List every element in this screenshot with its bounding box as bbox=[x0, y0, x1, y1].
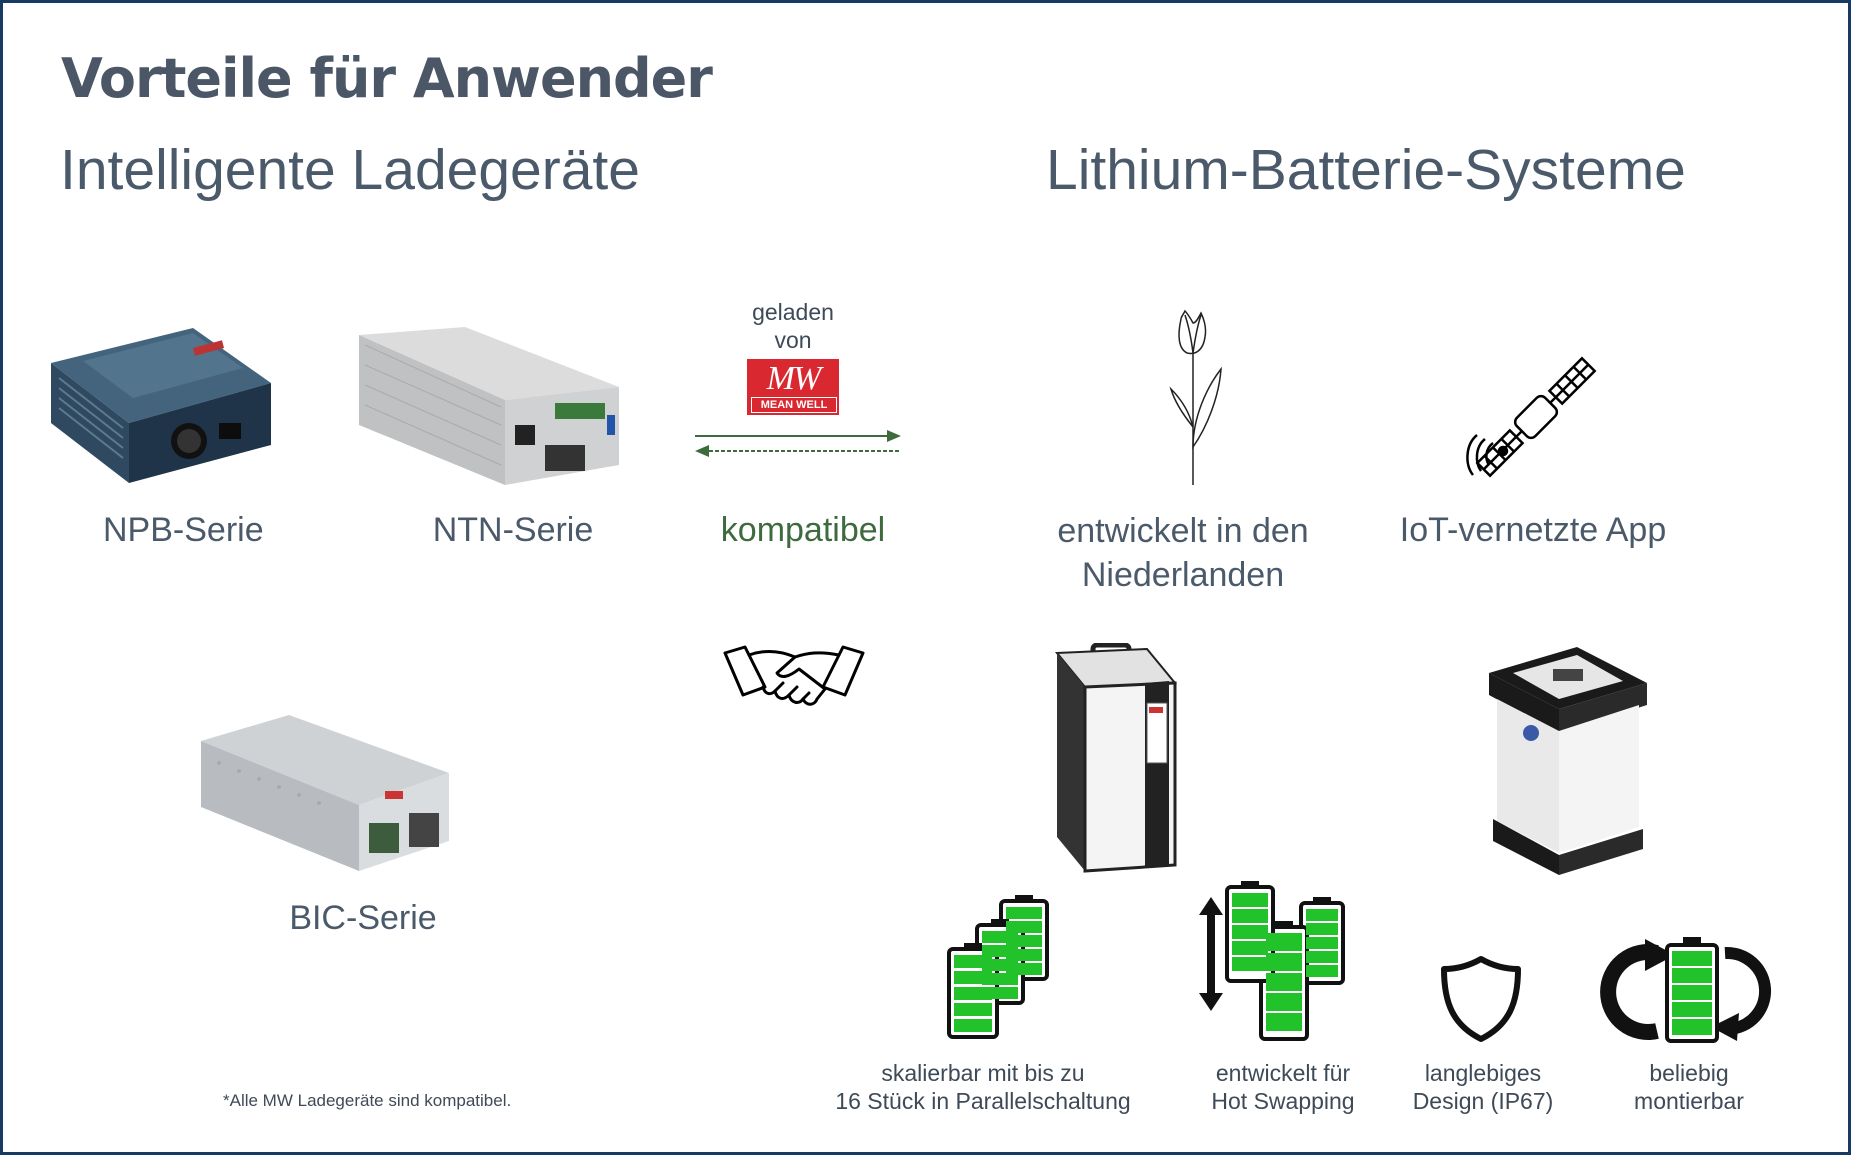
footnote: *Alle MW Ladegeräte sind kompatibel. bbox=[223, 1091, 512, 1110]
compatibility-arrows-icon bbox=[693, 425, 903, 461]
logo-mark: MW bbox=[766, 360, 822, 397]
right-section-heading: Lithium-Batterie-Systeme bbox=[1046, 138, 1686, 202]
feature-hot-swapping-line2: Hot Swapping bbox=[1211, 1088, 1355, 1114]
handshake-icon bbox=[721, 643, 867, 733]
shield-icon bbox=[1439, 955, 1523, 1043]
slim-battery-image bbox=[1053, 643, 1179, 875]
charged-by-line1: geladen bbox=[752, 299, 834, 325]
feature-iot-app: IoT-vernetzte App bbox=[1399, 511, 1667, 549]
left-section-heading: Intelligente Ladegeräte bbox=[60, 138, 640, 202]
feature-scalable-line2: 16 Stück in Parallelschaltung bbox=[835, 1088, 1131, 1114]
ntn-series-label: NTN-Serie bbox=[432, 511, 594, 549]
charged-by-text: geladen von bbox=[733, 298, 853, 354]
hot-swapping-icon bbox=[1195, 879, 1353, 1045]
tulip-icon bbox=[1163, 307, 1223, 487]
feature-netherlands: entwickelt in den Niederlanden bbox=[1033, 509, 1333, 597]
feature-hot-swapping: entwickelt für Hot Swapping bbox=[1163, 1059, 1403, 1115]
bic-charger-image bbox=[199, 713, 451, 873]
satellite-icon bbox=[1463, 347, 1609, 487]
feature-durable-line1: langlebiges bbox=[1424, 1060, 1542, 1086]
mean-well-logo: MW MEAN WELL bbox=[747, 359, 839, 415]
feature-durable-design: langlebiges Design (IP67) bbox=[1383, 1059, 1583, 1115]
feature-mountable: beliebig montierbar bbox=[1589, 1059, 1789, 1115]
parallel-batteries-icon bbox=[943, 891, 1055, 1043]
feature-netherlands-line2: Niederlanden bbox=[1081, 556, 1285, 594]
feature-mountable-line1: beliebig bbox=[1649, 1060, 1729, 1086]
feature-hot-swapping-line1: entwickelt für bbox=[1215, 1060, 1351, 1086]
npb-series-label: NPB-Serie bbox=[103, 511, 264, 549]
logo-text: MEAN WELL bbox=[751, 397, 837, 413]
feature-mountable-line2: montierbar bbox=[1634, 1088, 1744, 1114]
feature-scalable-line1: skalierbar mit bis zu bbox=[881, 1060, 1085, 1086]
mountable-rotate-icon bbox=[1599, 935, 1785, 1043]
charged-by-line2: von bbox=[774, 327, 812, 353]
feature-netherlands-line1: entwickelt in den bbox=[1057, 512, 1309, 550]
page-title: Vorteile für Anwender bbox=[61, 47, 713, 110]
bic-series-label: BIC-Serie bbox=[289, 899, 437, 937]
feature-scalable: skalierbar mit bis zu 16 Stück in Parall… bbox=[823, 1059, 1143, 1115]
cube-battery-image bbox=[1483, 643, 1653, 875]
ntn-charger-image bbox=[355, 325, 621, 490]
feature-durable-line2: Design (IP67) bbox=[1412, 1088, 1554, 1114]
npb-charger-image bbox=[43, 323, 273, 488]
compatible-label: kompatibel bbox=[720, 511, 886, 549]
